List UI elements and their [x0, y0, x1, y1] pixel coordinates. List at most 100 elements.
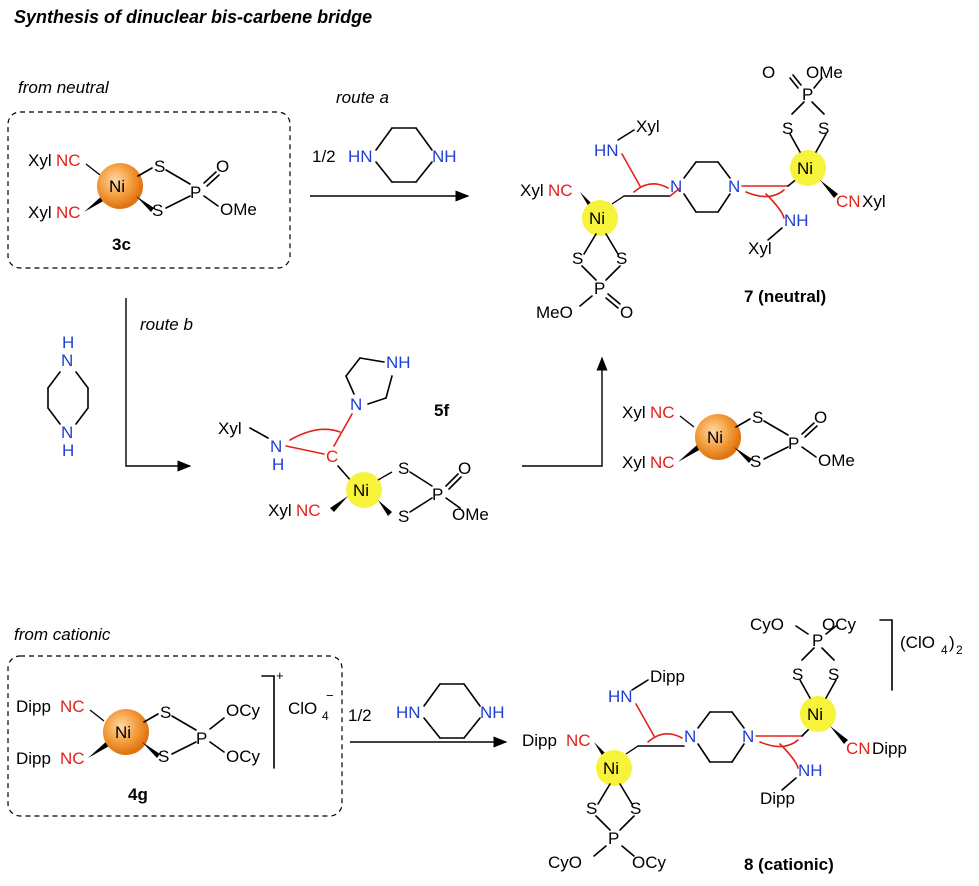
svg-text:N: N — [670, 177, 682, 196]
svg-text:ClO: ClO — [288, 699, 317, 718]
svg-text:Dipp: Dipp — [522, 731, 557, 750]
svg-text:NC: NC — [296, 501, 321, 520]
svg-text:OMe: OMe — [220, 200, 257, 219]
svg-text:P: P — [190, 183, 201, 202]
route-a-label: route a — [336, 88, 389, 107]
svg-text:Ni: Ni — [109, 177, 125, 196]
svg-text:S: S — [750, 452, 761, 471]
svg-text:N: N — [684, 727, 696, 746]
compound-7: Xyl NC Ni S S P MeO O HN Xyl N N — [520, 63, 886, 322]
svg-text:NH: NH — [784, 211, 809, 230]
svg-text:(ClO: (ClO — [900, 633, 935, 652]
svg-text:P: P — [608, 829, 619, 848]
label-7: 7 (neutral) — [744, 287, 826, 306]
svg-text:2: 2 — [956, 643, 963, 657]
svg-text:H: H — [272, 455, 284, 474]
compound-4g: Dipp NC Dipp NC Ni S S P OCy OCy + ClO 4… — [16, 668, 334, 804]
svg-text:Xyl: Xyl — [28, 151, 52, 170]
ratio-cationic: 1/2 — [348, 706, 372, 725]
svg-text:S: S — [616, 249, 627, 268]
svg-text:N: N — [270, 437, 282, 456]
svg-text:Dipp: Dipp — [16, 749, 51, 768]
svg-text:S: S — [782, 119, 793, 138]
svg-text:−: − — [326, 688, 334, 703]
svg-text:P: P — [196, 729, 207, 748]
label-3c: 3c — [112, 235, 131, 254]
svg-text:S: S — [818, 119, 829, 138]
ratio-route-a: 1/2 — [312, 147, 336, 166]
svg-text:S: S — [586, 799, 597, 818]
svg-text:O: O — [762, 63, 775, 82]
svg-text:S: S — [152, 201, 163, 220]
compound-3c: Xyl NC Xyl NC Ni S S P O OMe 3c — [28, 151, 257, 254]
svg-text:P: P — [802, 85, 813, 104]
box-4g — [7, 655, 343, 817]
svg-text:Xyl: Xyl — [636, 117, 660, 136]
svg-text:Dipp: Dipp — [872, 739, 907, 758]
svg-text:H: H — [62, 441, 74, 460]
ni-sphere-3c — [97, 163, 143, 209]
svg-text:HN: HN — [348, 147, 373, 166]
svg-text:NC: NC — [56, 151, 81, 170]
compound-8: Dipp NC Ni S S P CyO OCy HN Dipp N N — [522, 615, 963, 874]
svg-text:OCy: OCy — [822, 615, 857, 634]
svg-text:S: S — [158, 747, 169, 766]
label-5f: 5f — [434, 401, 449, 420]
svg-text:OCy: OCy — [632, 853, 667, 872]
svg-text:HN: HN — [594, 141, 619, 160]
piperazine-route-a: HN NH — [348, 127, 457, 183]
svg-text:NC: NC — [60, 749, 85, 768]
svg-text:Xyl: Xyl — [218, 419, 242, 438]
svg-text:H: H — [62, 333, 74, 352]
svg-text:Ni: Ni — [589, 209, 605, 228]
svg-text:S: S — [398, 459, 409, 478]
svg-text:Xyl: Xyl — [622, 453, 646, 472]
svg-text:S: S — [160, 703, 171, 722]
svg-text:NC: NC — [548, 181, 573, 200]
scheme-title: Synthesis of dinuclear bis-carbene bridg… — [14, 7, 372, 27]
section-label-cationic: from cationic — [14, 625, 111, 644]
svg-text:P: P — [594, 279, 605, 298]
svg-text:Xyl: Xyl — [748, 239, 772, 258]
piperazine-route-b: H N N H — [47, 333, 89, 460]
svg-text:NC: NC — [650, 403, 675, 422]
svg-text:N: N — [728, 177, 740, 196]
svg-text:S: S — [828, 665, 839, 684]
svg-text:S: S — [398, 507, 409, 526]
svg-text:NC: NC — [56, 203, 81, 222]
svg-text:P: P — [432, 485, 443, 504]
ni-sphere-8-right — [800, 696, 836, 732]
svg-text:Ni: Ni — [603, 759, 619, 778]
svg-text:NC: NC — [60, 697, 85, 716]
svg-text:CN: CN — [836, 192, 861, 211]
svg-text:OCy: OCy — [226, 701, 261, 720]
svg-text:O: O — [814, 408, 827, 427]
svg-text:CyO: CyO — [750, 615, 784, 634]
svg-text:O: O — [216, 157, 229, 176]
compound-5f: Xyl N H C N NH Ni Xyl NC S S P O OMe 5f — [218, 353, 489, 526]
box-3c — [7, 111, 291, 269]
svg-text:Dipp: Dipp — [760, 789, 795, 808]
route-b-label: route b — [140, 315, 193, 334]
ni-sphere-5f — [346, 472, 382, 508]
svg-text:C: C — [326, 447, 338, 466]
svg-text:NH: NH — [798, 761, 823, 780]
svg-text:Xyl: Xyl — [268, 501, 292, 520]
svg-text:O: O — [620, 303, 633, 322]
svg-text:Dipp: Dipp — [16, 697, 51, 716]
ni-sphere-7-left — [582, 200, 618, 236]
svg-text:MeO: MeO — [536, 303, 573, 322]
svg-text:Xyl: Xyl — [862, 192, 886, 211]
svg-text:NC: NC — [566, 731, 591, 750]
svg-text:S: S — [752, 408, 763, 427]
compound-3c-reagent: Xyl NC Xyl NC Ni S S P O OMe — [622, 403, 855, 472]
svg-text:CN: CN — [846, 739, 871, 758]
svg-text:OCy: OCy — [226, 747, 261, 766]
svg-text:P: P — [812, 631, 823, 650]
svg-text:OMe: OMe — [452, 505, 489, 524]
svg-text:O: O — [458, 459, 471, 478]
svg-text:Ni: Ni — [807, 705, 823, 724]
svg-text:N: N — [61, 423, 73, 442]
svg-text:Ni: Ni — [797, 159, 813, 178]
svg-text:S: S — [630, 799, 641, 818]
